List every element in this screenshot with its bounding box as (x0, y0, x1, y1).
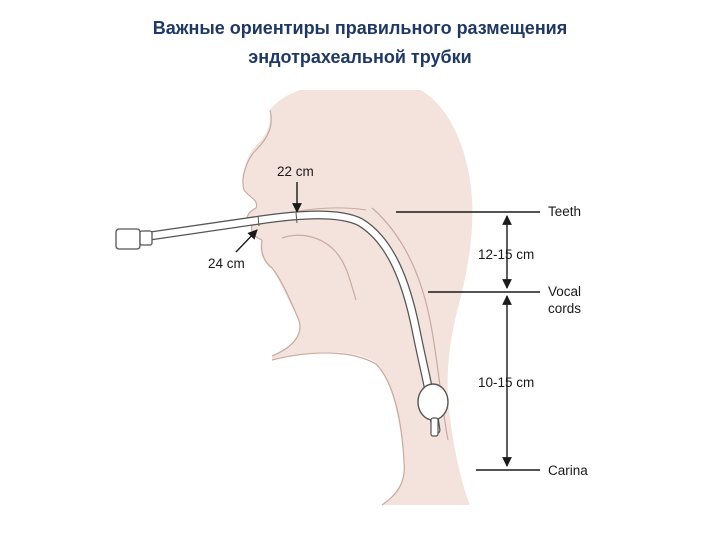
title-line-1: Важные ориентиры правильного размещения (152, 18, 568, 38)
head-profile (243, 90, 473, 505)
label-vocal: Vocal (548, 284, 581, 299)
endotracheal-tube-inner (146, 211, 440, 434)
label-teeth: Teeth (548, 204, 581, 219)
tube-connector-neck (139, 230, 153, 246)
tongue-outline (281, 234, 357, 301)
cm24-pointer (235, 229, 258, 253)
tube-mark-22 (295, 212, 298, 224)
tube-mark-24 (257, 215, 260, 227)
tube-cuff (417, 383, 449, 421)
label-cords-to-carina: 10-15 cm (478, 375, 534, 390)
diagram-title: Важные ориентиры правильного размещения … (0, 14, 720, 72)
chin-outline (260, 239, 301, 357)
tube-connector (115, 228, 141, 250)
label-teeth-to-cords: 12-15 cm (478, 247, 534, 262)
label-carina: Carina (548, 463, 588, 478)
label-cords: cords (548, 301, 581, 316)
tube-tip (430, 417, 439, 437)
title-line-2: эндотрахеальной трубки (248, 47, 472, 67)
label-22cm: 22 cm (277, 164, 314, 179)
label-24cm: 24 cm (208, 256, 245, 271)
neck-front-outline (271, 352, 405, 506)
face-outline (242, 109, 272, 241)
